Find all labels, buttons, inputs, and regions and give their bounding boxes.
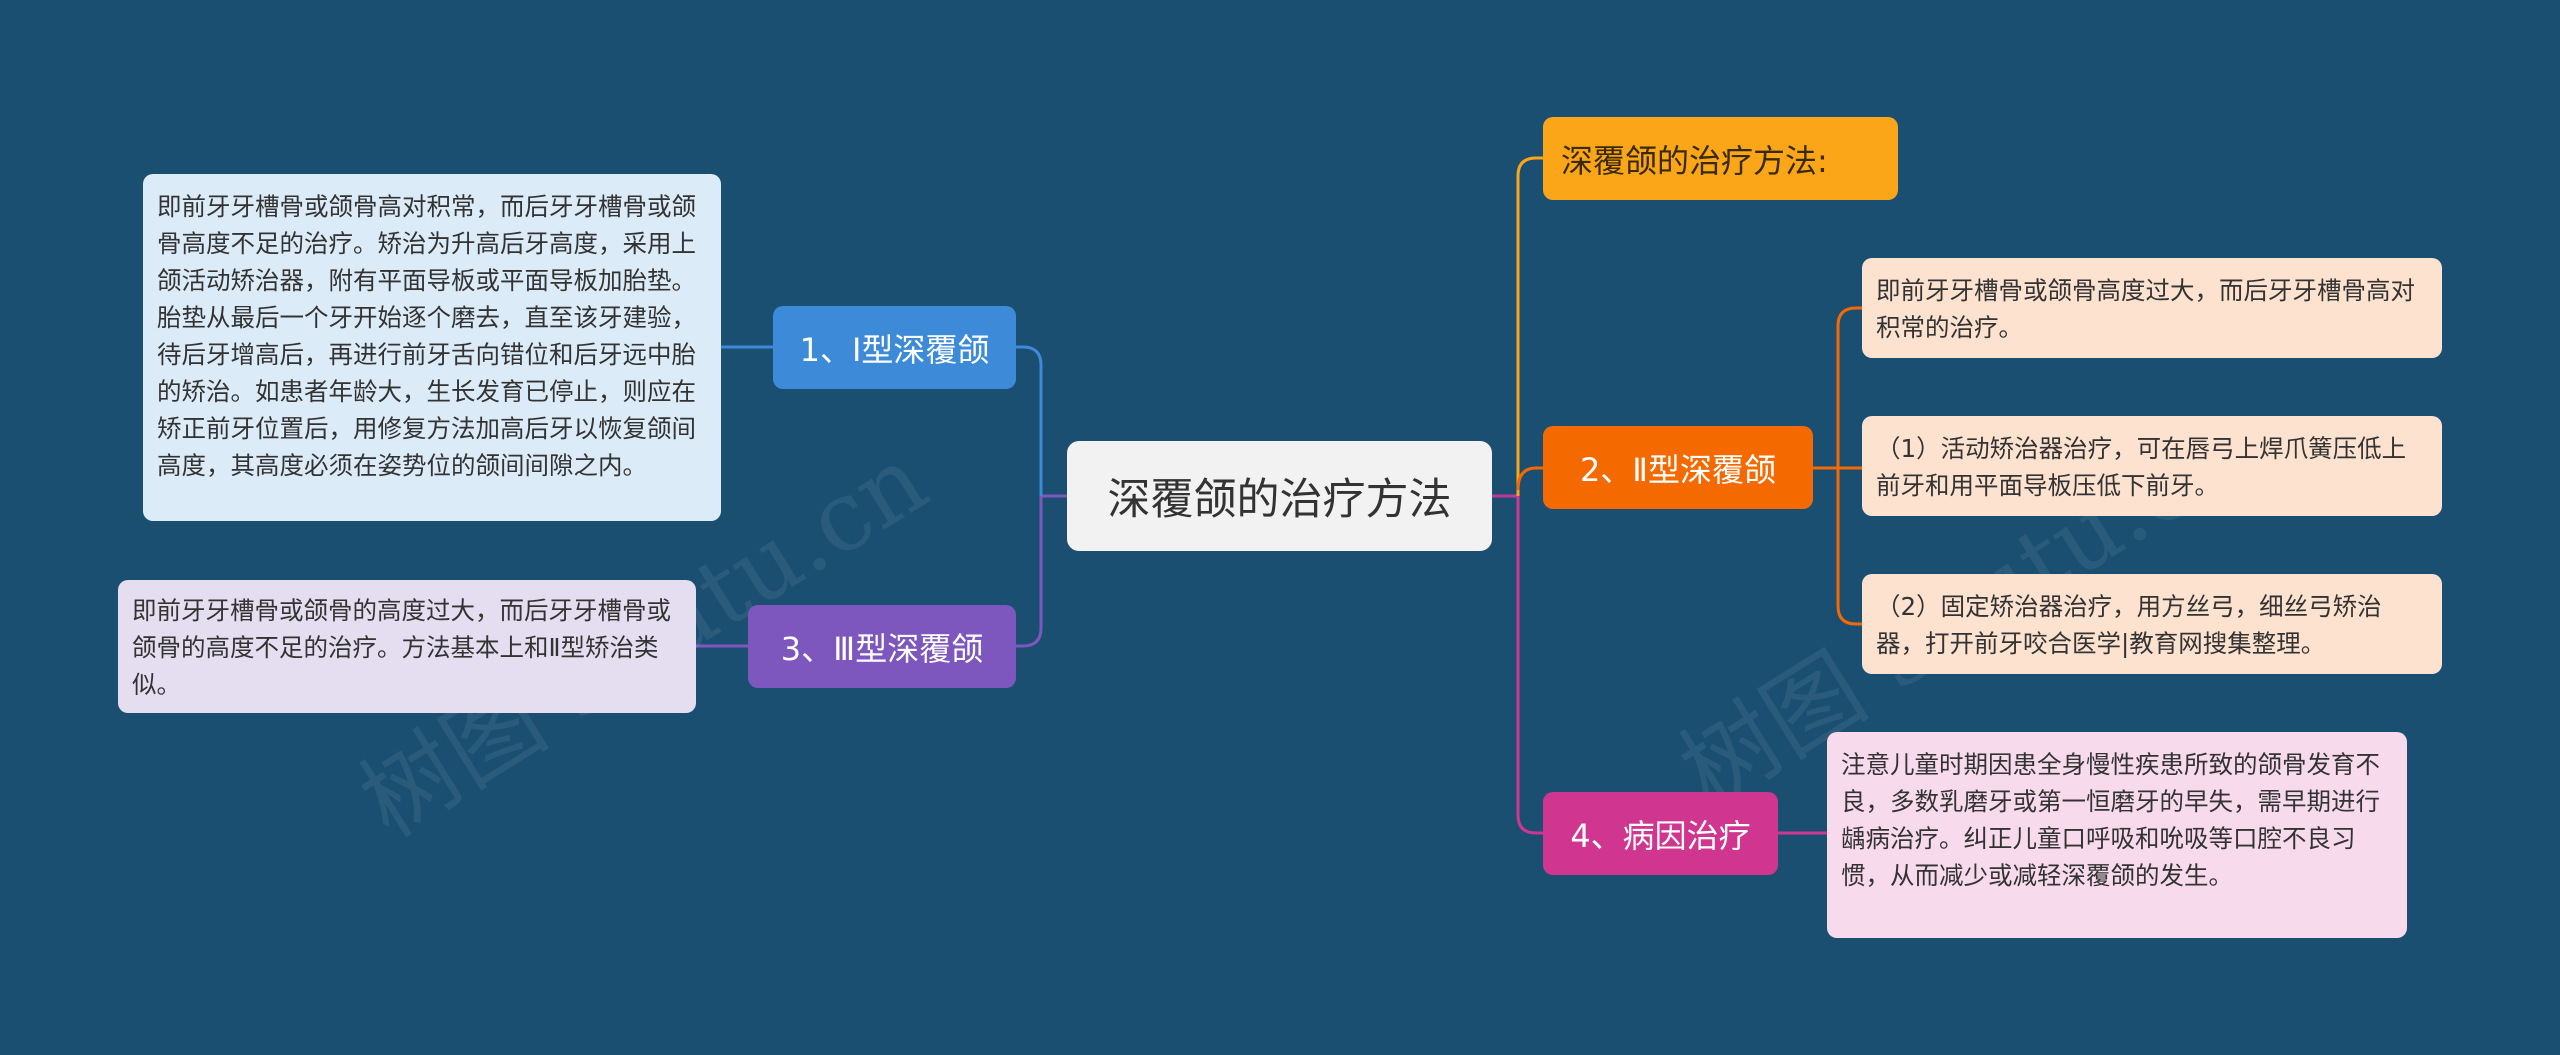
leaf-type-2-fixed-appliance[interactable]: （2）固定矫治器治疗，用方丝弓，细丝弓矫治器，打开前牙咬合医学|教育网搜集整理。: [1862, 574, 2442, 674]
connector-left-b3: [1016, 496, 1043, 648]
heading-topic[interactable]: 深覆颌的治疗方法:: [1543, 117, 1898, 200]
branch-type-3[interactable]: 3、Ⅲ型深覆颌: [748, 605, 1016, 688]
leaf-type-2-description[interactable]: 即前牙牙槽骨或颌骨高度过大，而后牙牙槽骨高对积常的治疗。: [1862, 258, 2442, 358]
connector-right-trunk-upper: [1516, 156, 1543, 496]
connector-right-b2: [1516, 466, 1543, 491]
connector-right-trunk-lower: [1516, 496, 1543, 835]
root-topic[interactable]: 深覆颌的治疗方法: [1067, 441, 1492, 551]
branch-type-1[interactable]: 1、I型深覆颌: [773, 306, 1016, 389]
connector-left-b1: [1016, 345, 1043, 496]
leaf-etiology-description[interactable]: 注意儿童时期因患全身慢性疾患所致的颌骨发育不良，多数乳磨牙或第一恒磨牙的早失，需…: [1827, 732, 2407, 938]
leaf-type-1-description[interactable]: 即前牙牙槽骨或颌骨高对积常，而后牙牙槽骨或颌骨高度不足的治疗。矫治为升高后牙高度…: [143, 174, 721, 521]
leaf-type-2-removable-appliance[interactable]: （1）活动矫治器治疗，可在唇弓上焊爪簧压低上前牙和用平面导板压低下前牙。: [1862, 416, 2442, 516]
leaf-type-3-description[interactable]: 即前牙牙槽骨或颌骨的高度过大，而后牙牙槽骨或颌骨的高度不足的治疗。方法基本上和Ⅱ…: [118, 580, 696, 713]
branch-type-2[interactable]: 2、Ⅱ型深覆颌: [1543, 426, 1813, 509]
connector-b2-leaf-c: [1836, 468, 1862, 626]
branch-etiology-treatment[interactable]: 4、病因治疗: [1543, 792, 1778, 875]
connector-b2-leaf-a: [1836, 306, 1862, 468]
